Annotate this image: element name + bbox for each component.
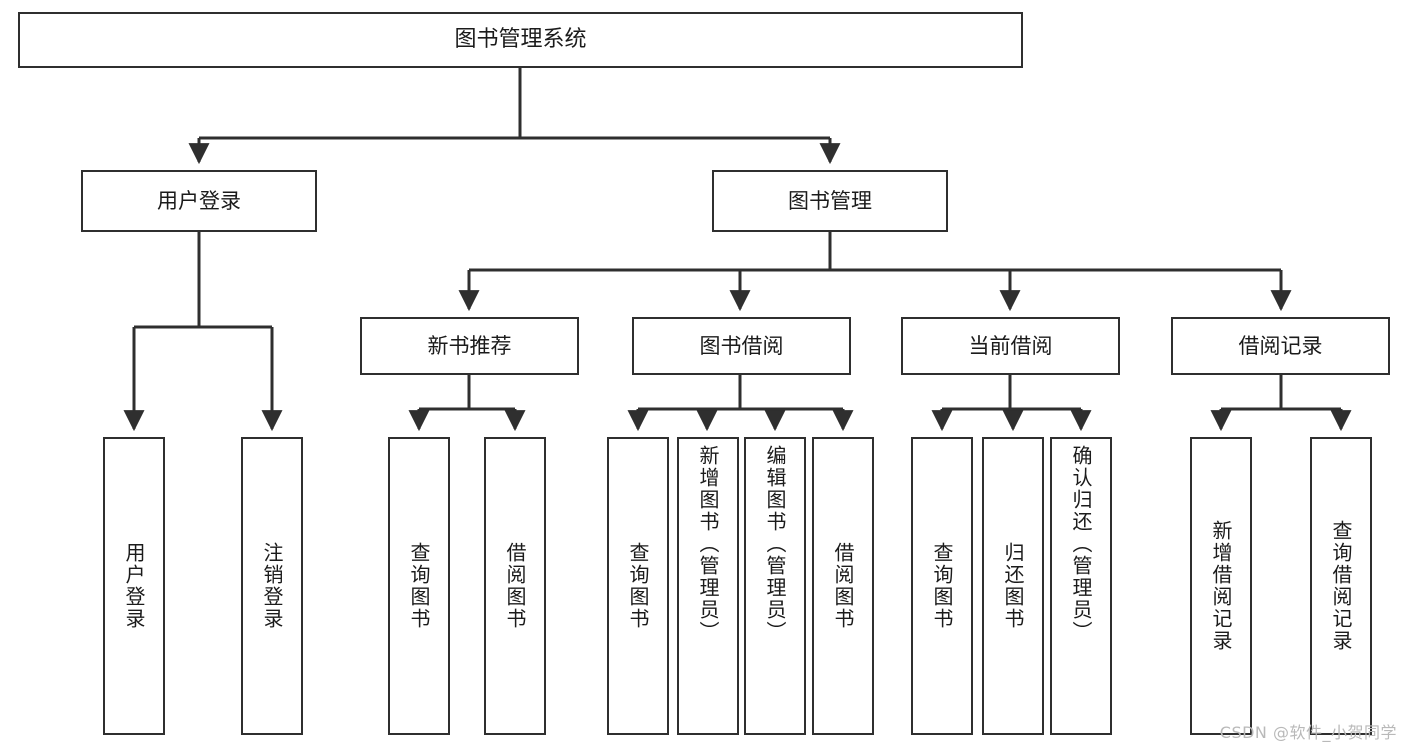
leaf-query-book-1-label: 查询图书 (407, 542, 431, 630)
node-new-book-recommend-label: 新书推荐 (427, 333, 512, 358)
leaf-user-login-label: 用户登录 (122, 542, 146, 630)
leaf-borrow-book-1[interactable]: 借阅图书 (484, 437, 546, 735)
node-book-borrow[interactable]: 图书借阅 (632, 317, 851, 375)
leaf-query-book-2[interactable]: 查询图书 (607, 437, 669, 735)
leaf-return-book[interactable]: 归还图书 (982, 437, 1044, 735)
leaf-query-book-1[interactable]: 查询图书 (388, 437, 450, 735)
leaf-edit-book-admin[interactable]: 编辑图书（管理员） (744, 437, 806, 735)
leaf-edit-book-admin-label: 编辑图书（管理员） (763, 445, 787, 643)
node-borrow-record[interactable]: 借阅记录 (1171, 317, 1390, 375)
leaf-add-borrow-record[interactable]: 新增借阅记录 (1190, 437, 1252, 735)
node-user-login[interactable]: 用户登录 (81, 170, 317, 232)
node-book-manage-label: 图书管理 (788, 188, 872, 213)
leaf-return-book-label: 归还图书 (1001, 542, 1025, 630)
leaf-borrow-book-2[interactable]: 借阅图书 (812, 437, 874, 735)
leaf-logout[interactable]: 注销登录 (241, 437, 303, 735)
leaf-confirm-return-admin-label: 确认归还（管理员） (1069, 445, 1093, 643)
leaf-confirm-return-admin[interactable]: 确认归还（管理员） (1050, 437, 1112, 735)
node-book-manage[interactable]: 图书管理 (712, 170, 948, 232)
leaf-add-borrow-record-label: 新增借阅记录 (1209, 520, 1233, 652)
node-book-borrow-label: 图书借阅 (699, 333, 784, 358)
node-root[interactable]: 图书管理系统 (18, 12, 1023, 68)
node-root-label: 图书管理系统 (454, 27, 587, 53)
leaf-logout-label: 注销登录 (260, 542, 284, 630)
csdn-watermark: CSDN @软件_小贺同学 (1219, 723, 1397, 742)
leaf-user-login[interactable]: 用户登录 (103, 437, 165, 735)
node-new-book-recommend[interactable]: 新书推荐 (360, 317, 579, 375)
leaf-query-book-2-label: 查询图书 (626, 542, 650, 630)
node-current-borrow-label: 当前借阅 (968, 333, 1053, 358)
node-borrow-record-label: 借阅记录 (1238, 333, 1323, 358)
leaf-query-borrow-record-label: 查询借阅记录 (1329, 520, 1353, 652)
leaf-query-borrow-record[interactable]: 查询借阅记录 (1310, 437, 1372, 735)
leaf-add-book-admin[interactable]: 新增图书（管理员） (677, 437, 739, 735)
leaf-query-book-3[interactable]: 查询图书 (911, 437, 973, 735)
leaf-add-book-admin-label: 新增图书（管理员） (696, 445, 720, 643)
leaf-query-book-3-label: 查询图书 (930, 542, 954, 630)
node-current-borrow[interactable]: 当前借阅 (901, 317, 1120, 375)
node-user-login-label: 用户登录 (157, 188, 241, 213)
leaf-borrow-book-1-label: 借阅图书 (503, 542, 527, 630)
leaf-borrow-book-2-label: 借阅图书 (831, 542, 855, 630)
